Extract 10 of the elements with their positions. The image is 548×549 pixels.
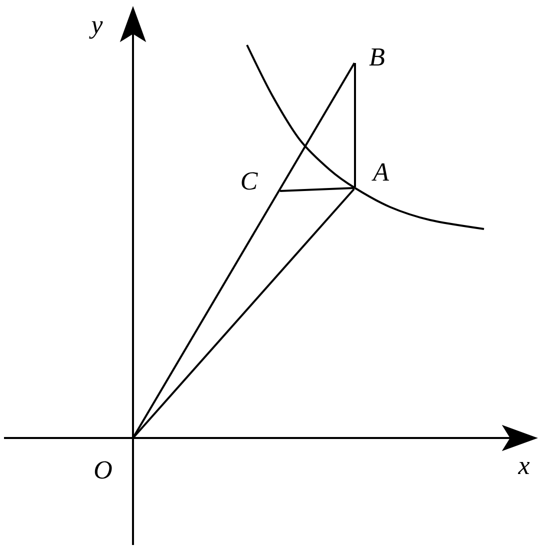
line-segment xyxy=(354,63,356,187)
point-label: O xyxy=(94,461,112,479)
line-segment xyxy=(280,187,354,192)
point-label: A xyxy=(372,163,390,181)
axis-label: x xyxy=(518,462,530,474)
axis-label: y xyxy=(89,21,103,39)
point-label: B xyxy=(369,48,384,66)
point-label: C xyxy=(242,172,258,190)
line-segment xyxy=(132,62,356,438)
line-segment xyxy=(133,188,355,438)
